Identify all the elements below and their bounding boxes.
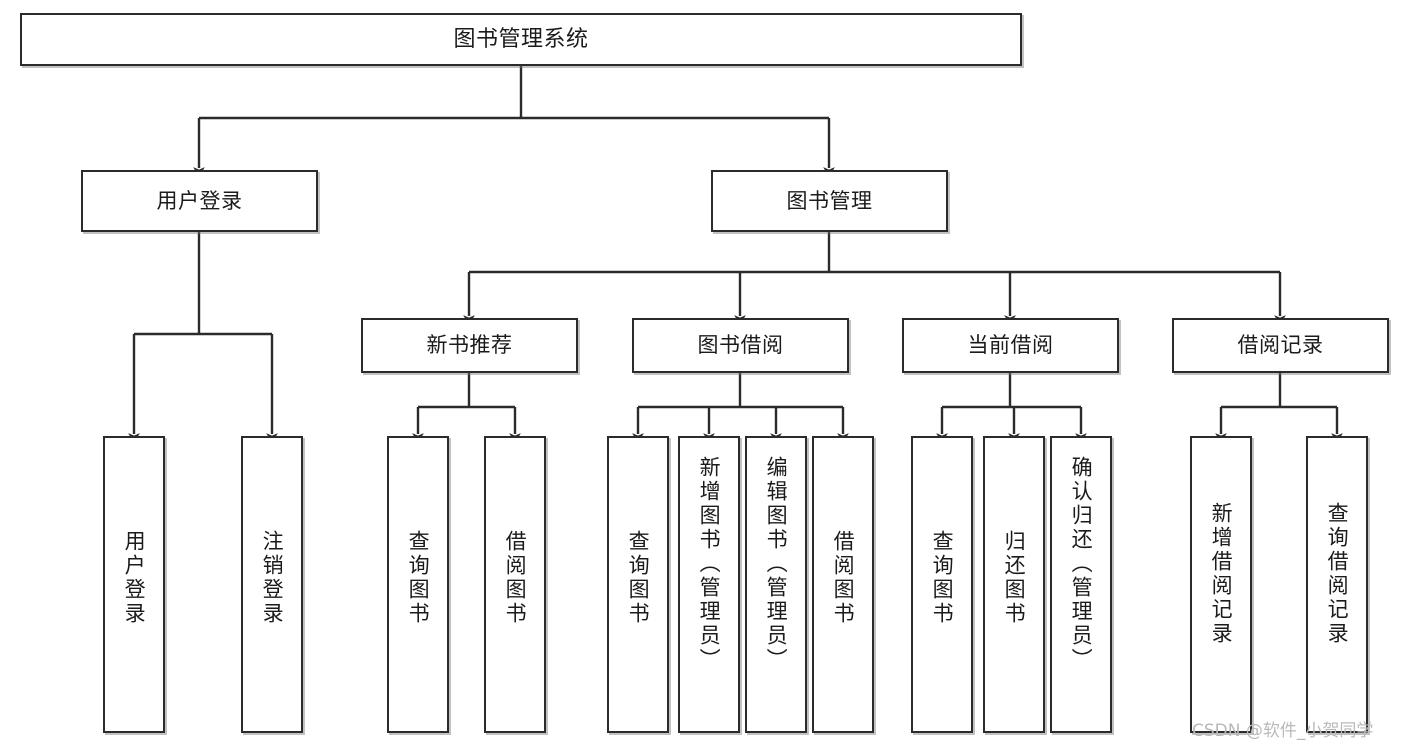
- node-current-borrow[interactable]: 当前借阅: [902, 318, 1119, 373]
- node-leaf-edit-book-admin[interactable]: 编辑图书（管理员）: [745, 436, 807, 733]
- node-leaf-borrow-book[interactable]: 借阅图书: [812, 436, 874, 733]
- node-label: 查询图书: [930, 530, 955, 626]
- node-label: 注销登录: [260, 530, 285, 626]
- node-label: 图书借阅: [697, 333, 784, 358]
- node-leaf-return-book[interactable]: 归还图书: [983, 436, 1045, 733]
- node-book-management[interactable]: 图书管理: [711, 170, 948, 232]
- node-user-login[interactable]: 用户登录: [81, 170, 318, 232]
- node-label: 新增图书（管理员）: [697, 456, 722, 672]
- node-label: 用户登录: [122, 530, 147, 626]
- node-root[interactable]: 图书管理系统: [20, 13, 1022, 66]
- node-label: 编辑图书（管理员）: [764, 456, 789, 672]
- node-label: 图书管理系统: [453, 26, 589, 52]
- node-leaf-add-book-admin[interactable]: 新增图书（管理员）: [678, 436, 740, 733]
- node-new-book-recommend[interactable]: 新书推荐: [361, 318, 578, 373]
- node-leaf-add-borrow-record[interactable]: 新增借阅记录: [1190, 436, 1252, 733]
- node-leaf-user-logout[interactable]: 注销登录: [241, 436, 303, 733]
- node-label: 查询借阅记录: [1325, 502, 1350, 646]
- node-label: 用户登录: [156, 188, 243, 213]
- node-label: 当前借阅: [967, 333, 1054, 358]
- node-label: 查询图书: [406, 530, 431, 626]
- node-leaf-confirm-return-admin[interactable]: 确认归还（管理员）: [1050, 436, 1112, 733]
- node-label: 图书管理: [786, 188, 873, 213]
- node-label: 查询图书: [626, 530, 651, 626]
- node-label: 归还图书: [1002, 530, 1027, 626]
- node-label: 借阅图书: [503, 530, 528, 626]
- csdn-watermark: CSDN @软件_小贺同学: [1192, 721, 1374, 741]
- node-label: 借阅记录: [1237, 333, 1324, 358]
- node-label: 借阅图书: [831, 530, 856, 626]
- node-leaf-borrow-book-recommend[interactable]: 借阅图书: [484, 436, 546, 733]
- node-borrow-record[interactable]: 借阅记录: [1172, 318, 1389, 373]
- node-leaf-query-book-borrow[interactable]: 查询图书: [607, 436, 669, 733]
- node-label: 新书推荐: [426, 333, 513, 358]
- node-label: 新增借阅记录: [1209, 502, 1234, 646]
- node-label: 确认归还（管理员）: [1069, 456, 1094, 672]
- node-leaf-query-book-recommend[interactable]: 查询图书: [387, 436, 449, 733]
- node-leaf-query-borrow-record[interactable]: 查询借阅记录: [1306, 436, 1368, 733]
- node-leaf-query-book-current[interactable]: 查询图书: [911, 436, 973, 733]
- node-leaf-user-login[interactable]: 用户登录: [103, 436, 165, 733]
- node-book-borrow[interactable]: 图书借阅: [632, 318, 849, 373]
